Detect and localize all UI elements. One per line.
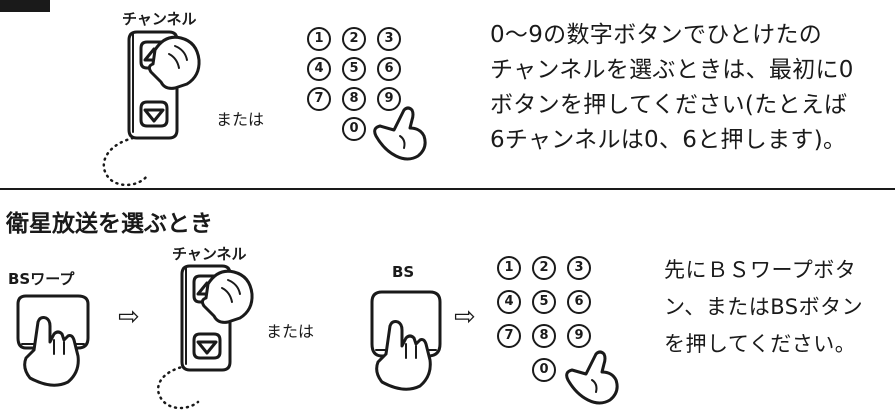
paragraph-line: 6チャンネルは0、6と押します)。 <box>490 127 847 153</box>
key-2: 2 <box>532 256 556 280</box>
key-6: 6 <box>377 57 401 81</box>
key-9: 9 <box>377 87 401 111</box>
key-9: 9 <box>567 324 591 348</box>
paragraph-line: チャンネルを選ぶときは、最初に0 <box>490 57 854 83</box>
key-2: 2 <box>342 27 366 51</box>
key-5: 5 <box>342 57 366 81</box>
key-3: 3 <box>567 256 591 280</box>
key-1: 1 <box>497 256 521 280</box>
bs-warp-label: BSワープ <box>8 270 75 288</box>
channel-label: チャンネル <box>172 245 247 263</box>
key-3: 3 <box>377 27 401 51</box>
key-4: 4 <box>307 57 331 81</box>
corner-tab <box>0 0 50 12</box>
key-5: 5 <box>532 290 556 314</box>
key-7: 7 <box>307 87 331 111</box>
or-label: または <box>216 110 265 129</box>
bs-label: BS <box>392 263 415 281</box>
or-label: または <box>266 322 315 341</box>
paragraph-line: を押してください。 <box>664 332 857 356</box>
key-1: 1 <box>307 27 331 51</box>
key-8: 8 <box>532 324 556 348</box>
paragraph-line: ン、またはBSボタン <box>664 295 864 319</box>
key-4: 4 <box>497 290 521 314</box>
instruction-paragraph-2: 先にＢＳワープボタ ン、またはBSボタン を押してください。 <box>664 252 863 363</box>
section-heading: 衛星放送を選ぶとき <box>6 211 213 237</box>
arrow-icon: ⇨ <box>454 302 476 332</box>
pointing-hand-icon <box>565 350 619 405</box>
key-6: 6 <box>567 290 591 314</box>
key-0: 0 <box>342 117 366 141</box>
paragraph-line: 0～9の数字ボタンでひとけたの <box>490 22 823 48</box>
channel-label: チャンネル <box>122 10 197 28</box>
channel-remote-illustration <box>102 30 201 187</box>
paragraph-line: 先にＢＳワープボタ <box>664 258 857 282</box>
key-0: 0 <box>532 358 556 382</box>
arrow-icon: ⇨ <box>118 302 140 332</box>
pointing-hand-icon <box>373 106 427 161</box>
bs-button-illustration <box>370 290 442 391</box>
paragraph-line: ボタンを押してください(たとえば <box>490 92 848 118</box>
key-7: 7 <box>497 324 521 348</box>
key-8: 8 <box>342 87 366 111</box>
section-divider <box>0 188 895 190</box>
channel-remote-illustration <box>156 264 254 410</box>
bs-warp-button-illustration <box>16 294 90 387</box>
instruction-paragraph-1: 0～9の数字ボタンでひとけたの チャンネルを選ぶときは、最初に0 ボタンを押して… <box>490 18 854 158</box>
